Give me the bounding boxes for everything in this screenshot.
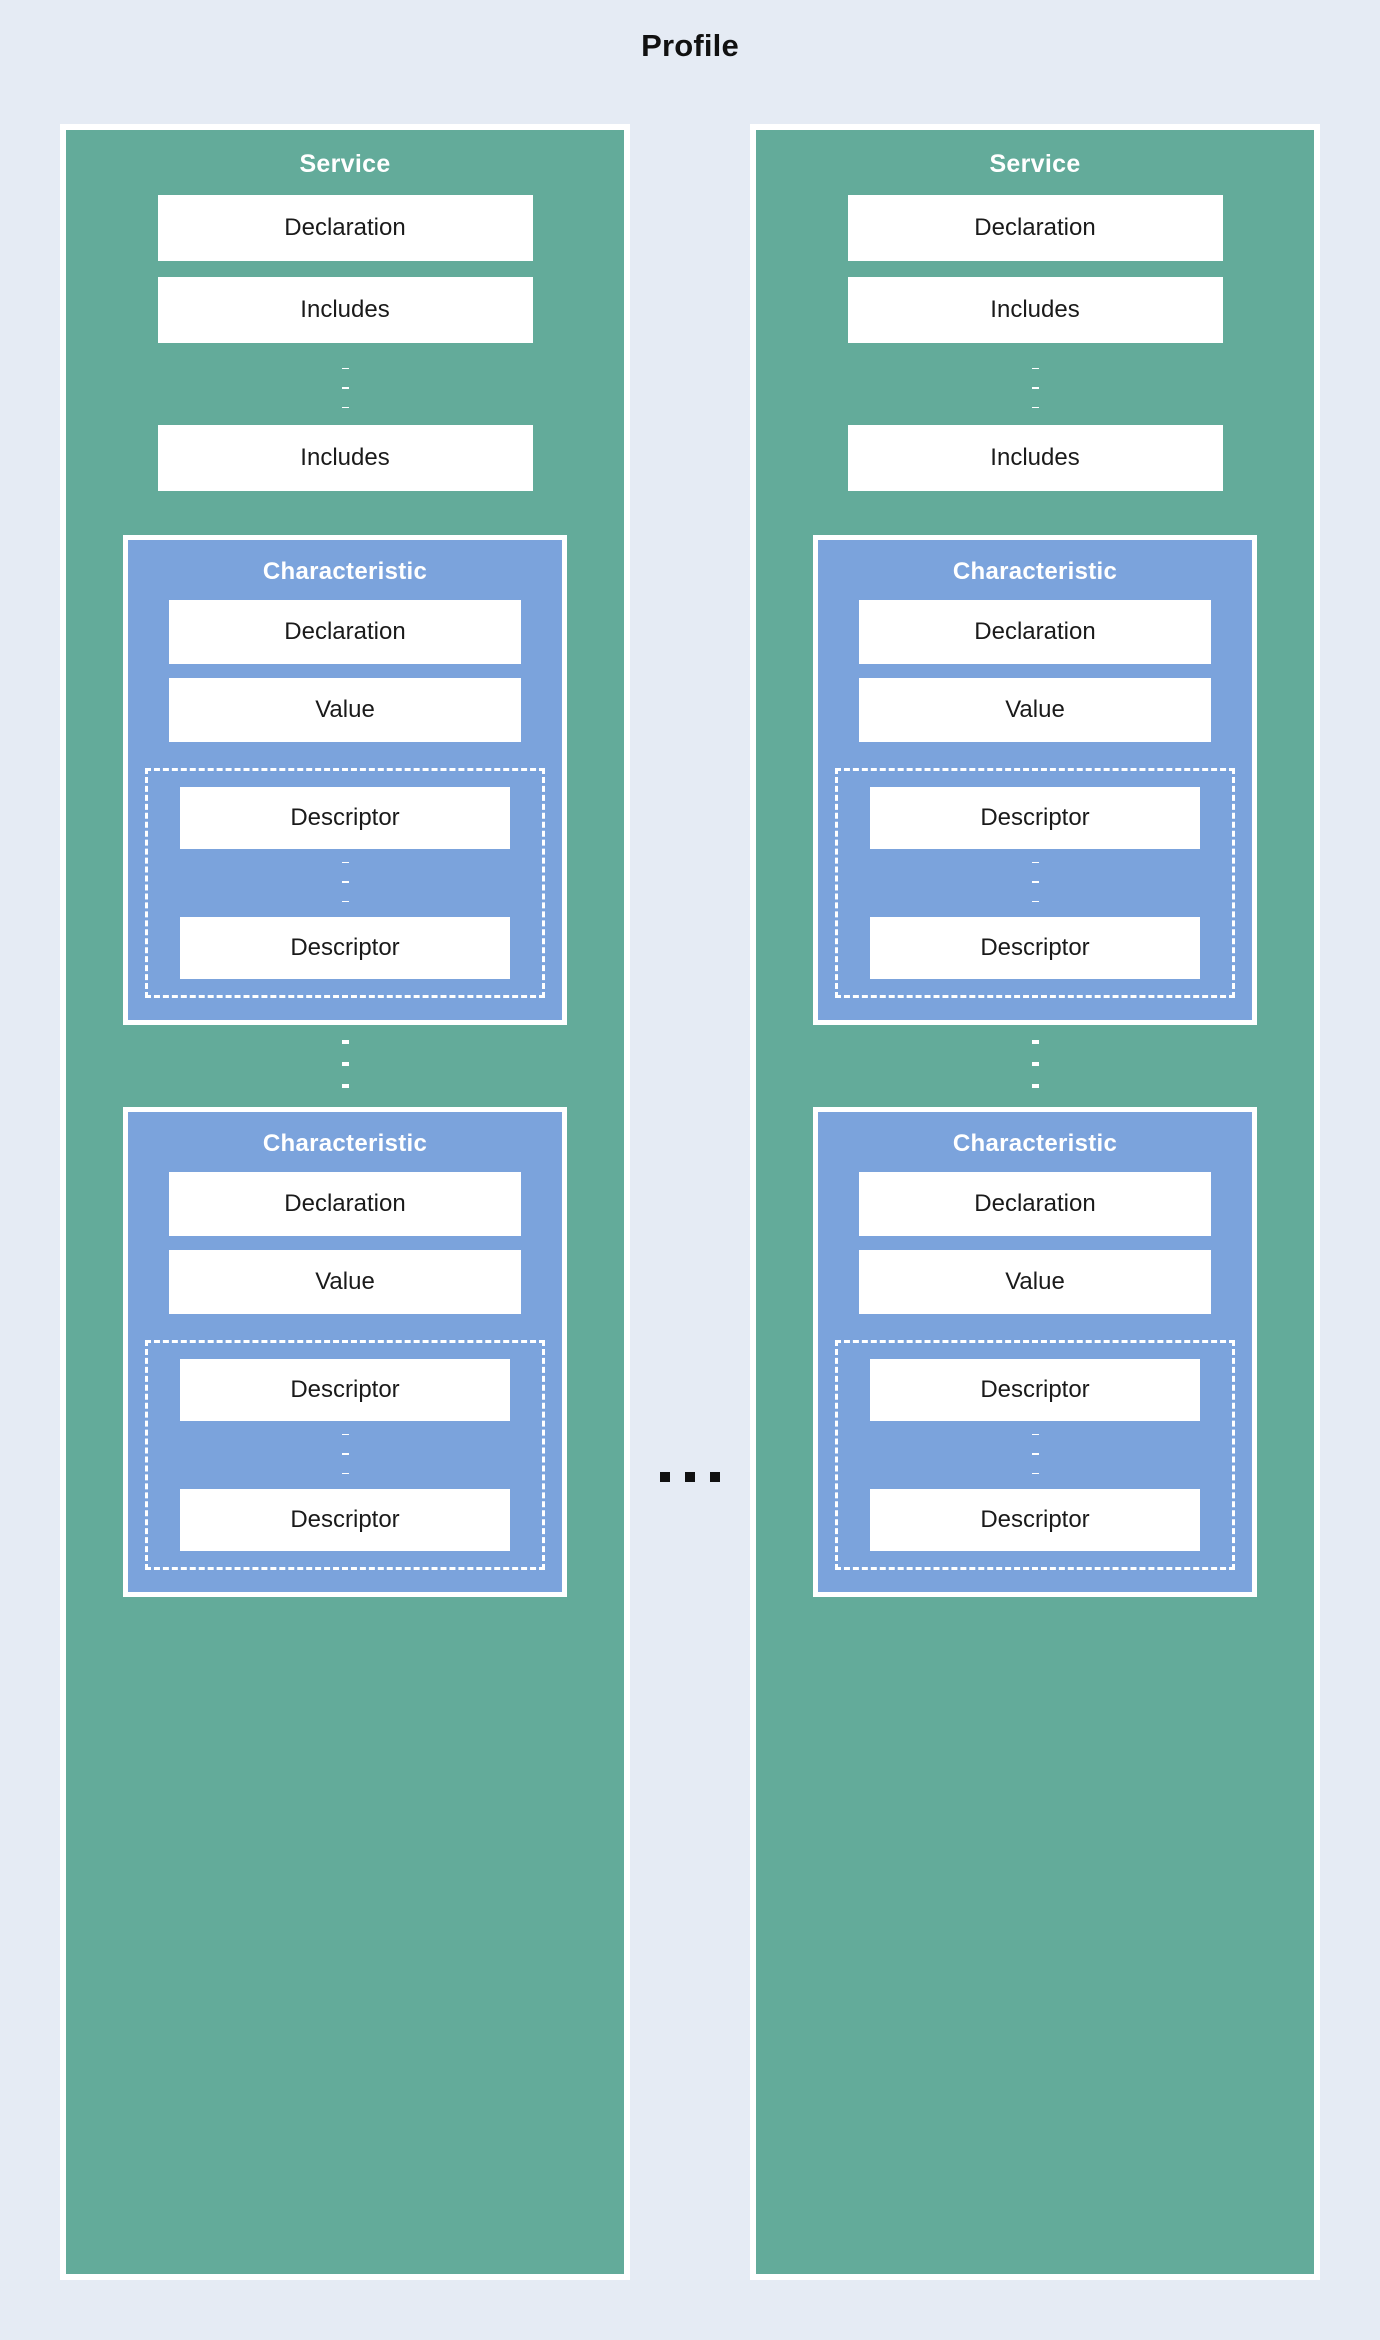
descriptor-group: Descriptor Descriptor — [145, 768, 545, 998]
ellipsis-dot — [341, 1062, 349, 1066]
service-block: Service Declaration Includes Includes Ch… — [60, 124, 630, 2280]
characteristic-block: Characteristic Declaration Value Descrip… — [123, 535, 567, 1025]
ellipsis-dot — [1031, 1084, 1039, 1088]
vertical-ellipsis-descriptors — [341, 1425, 349, 1483]
service-includes-box-first: Includes — [847, 277, 1223, 343]
ellipsis-dot — [1031, 881, 1039, 883]
ellipsis-dot — [1031, 387, 1039, 389]
descriptor-box-first: Descriptor — [180, 1359, 510, 1421]
descriptor-group: Descriptor Descriptor — [835, 1340, 1235, 1570]
ellipsis-dot — [1031, 1434, 1039, 1436]
service-title: Service — [989, 150, 1081, 178]
ellipsis-dot — [341, 1434, 349, 1436]
characteristic-declaration-box: Declaration — [169, 1172, 521, 1236]
ellipsis-dot — [685, 1472, 695, 1482]
descriptor-box-first: Descriptor — [870, 787, 1200, 849]
characteristic-title: Characteristic — [262, 1130, 428, 1157]
ellipsis-dot — [1031, 1453, 1039, 1455]
descriptor-box-last: Descriptor — [180, 917, 510, 979]
vertical-ellipsis-descriptors — [1031, 853, 1039, 911]
characteristic-title: Characteristic — [262, 558, 428, 585]
ellipsis-dot — [1031, 1040, 1039, 1044]
characteristic-title: Characteristic — [952, 1130, 1118, 1157]
vertical-ellipsis-characteristics — [341, 1031, 349, 1097]
ellipsis-dot — [1031, 368, 1039, 370]
descriptor-box-last: Descriptor — [870, 1489, 1200, 1551]
profile-container: Service Declaration Includes Includes Ch… — [0, 44, 1380, 2304]
ellipsis-dot — [341, 1040, 349, 1044]
ellipsis-dot — [341, 368, 349, 370]
page-title: Profile — [641, 28, 739, 63]
ellipsis-dot — [341, 387, 349, 389]
service-declaration-box: Declaration — [847, 195, 1223, 261]
vertical-ellipsis-includes — [341, 359, 349, 417]
service-title: Service — [299, 150, 391, 178]
characteristic-declaration-box: Declaration — [169, 600, 521, 664]
ellipsis-dot — [341, 900, 349, 902]
characteristic-block: Characteristic Declaration Value Descrip… — [813, 535, 1257, 1025]
descriptor-box-last: Descriptor — [180, 1489, 510, 1551]
ellipsis-dot — [660, 1472, 670, 1482]
descriptor-group: Descriptor Descriptor — [835, 768, 1235, 998]
ellipsis-dot — [1031, 1472, 1039, 1474]
ellipsis-dot — [341, 881, 349, 883]
characteristic-block: Characteristic Declaration Value Descrip… — [813, 1107, 1257, 1597]
ellipsis-dot — [341, 1472, 349, 1474]
characteristic-declaration-box: Declaration — [859, 600, 1211, 664]
characteristic-title: Characteristic — [952, 558, 1118, 585]
descriptor-box-last: Descriptor — [870, 917, 1200, 979]
horizontal-ellipsis-services — [660, 1472, 720, 1482]
vertical-ellipsis-includes — [1031, 359, 1039, 417]
vertical-ellipsis-descriptors — [341, 853, 349, 911]
ellipsis-dot — [341, 1084, 349, 1088]
ellipsis-dot — [1031, 862, 1039, 864]
ellipsis-dot — [1031, 1062, 1039, 1066]
characteristic-value-box: Value — [169, 1250, 521, 1314]
ellipsis-dot — [341, 1453, 349, 1455]
service-includes-box-last: Includes — [847, 425, 1223, 491]
characteristic-value-box: Value — [169, 678, 521, 742]
characteristic-declaration-box: Declaration — [859, 1172, 1211, 1236]
ellipsis-dot — [341, 406, 349, 408]
characteristic-block: Characteristic Declaration Value Descrip… — [123, 1107, 567, 1597]
vertical-ellipsis-characteristics — [1031, 1031, 1039, 1097]
descriptor-group: Descriptor Descriptor — [145, 1340, 545, 1570]
descriptor-box-first: Descriptor — [180, 787, 510, 849]
descriptor-box-first: Descriptor — [870, 1359, 1200, 1421]
service-block: Service Declaration Includes Includes Ch… — [750, 124, 1320, 2280]
characteristic-value-box: Value — [859, 678, 1211, 742]
service-includes-box-first: Includes — [157, 277, 533, 343]
ellipsis-dot — [710, 1472, 720, 1482]
characteristic-value-box: Value — [859, 1250, 1211, 1314]
ellipsis-dot — [1031, 900, 1039, 902]
service-declaration-box: Declaration — [157, 195, 533, 261]
ellipsis-dot — [341, 862, 349, 864]
ellipsis-dot — [1031, 406, 1039, 408]
vertical-ellipsis-descriptors — [1031, 1425, 1039, 1483]
service-includes-box-last: Includes — [157, 425, 533, 491]
